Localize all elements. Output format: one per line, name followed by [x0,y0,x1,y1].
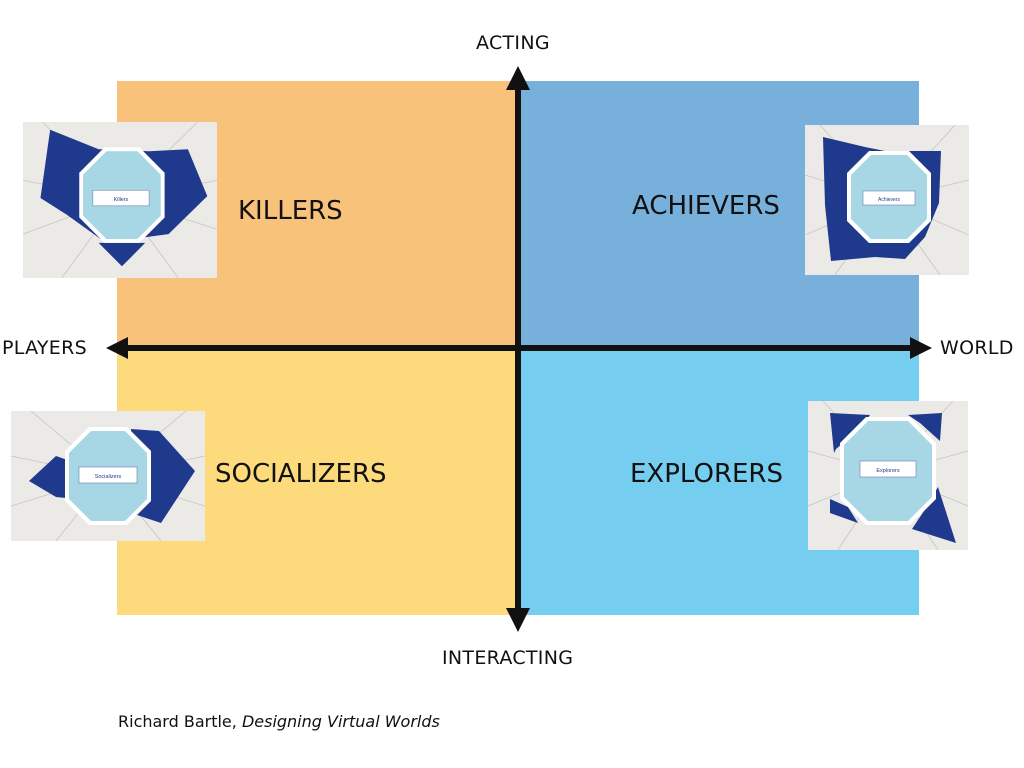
explorers-thumbnail: Explorers [808,401,968,550]
credit-line: Richard Bartle, Designing Virtual Worlds [118,712,440,731]
killers-thumbnail: Killers [23,122,217,278]
axis-label-world: WORLD [940,337,1014,359]
profile-shape-bottom-left [830,499,858,523]
profile-shape-top-right [908,413,942,441]
quadrant-label-achievers: ACHIEVERS [632,191,780,221]
thumb-label-socializers: Socializers [95,474,122,480]
quadrant-label-explorers: EXPLORERS [630,459,784,489]
arrow-left-icon [106,337,128,359]
axis-label-players: PLAYERS [2,337,87,359]
thumb-label-explorers: Explorers [876,468,899,474]
quadrant-label-socializers: SOCIALIZERS [215,459,387,489]
thumb-label-killers: Killers [114,197,129,203]
credit-work-title: Designing Virtual Worlds [241,712,440,731]
socializers-thumbnail: Socializers [11,411,205,541]
thumb-label-achievers: Achievers [878,197,900,203]
achievers-thumbnail: Achievers [805,125,969,275]
arrow-up-icon [506,66,530,90]
profile-shape-left [29,456,76,499]
axis-label-interacting: INTERACTING [442,647,574,669]
quadrant-label-killers: KILLERS [238,196,343,226]
credit-author: Richard Bartle, [118,712,242,731]
profile-shape-bottom-right [912,487,956,543]
axis-label-acting: ACTING [476,32,550,54]
arrow-right-icon [910,337,932,359]
arrow-down-icon [506,608,530,632]
profile-shape-bottom [98,242,146,267]
